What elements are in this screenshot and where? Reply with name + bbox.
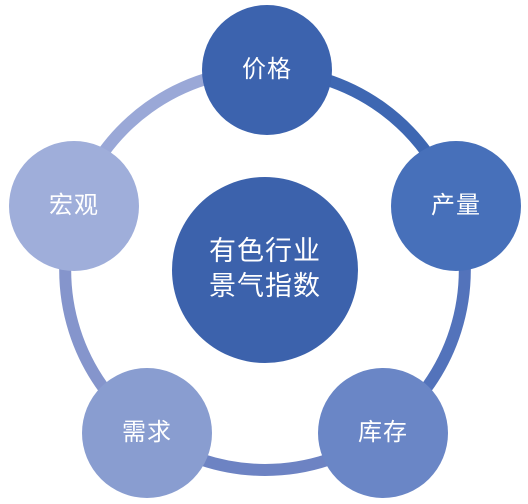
node-inventory: 库存	[318, 368, 448, 498]
node-macro: 宏观	[9, 141, 139, 271]
center-label-line1: 有色行业	[209, 236, 321, 268]
center-label: 有色行业 景气指数	[209, 235, 321, 304]
node-inventory-label: 库存	[358, 418, 408, 447]
node-price: 价格	[202, 5, 332, 135]
node-price-label: 价格	[242, 55, 292, 84]
node-output-label: 产量	[431, 191, 481, 220]
center-label-line2: 景气指数	[209, 271, 321, 302]
node-demand: 需求	[82, 368, 212, 498]
node-demand-label: 需求	[122, 418, 172, 447]
center-node: 有色行业 景气指数	[172, 177, 358, 363]
node-macro-label: 宏观	[49, 191, 99, 220]
node-output: 产量	[391, 141, 521, 271]
